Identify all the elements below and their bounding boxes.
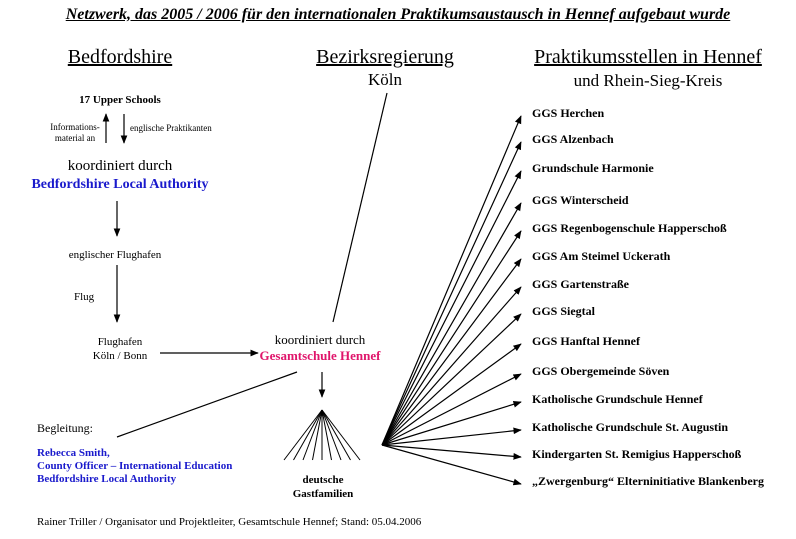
school-ray — [381, 170, 522, 446]
gesamtschule-hennef: Gesamtschule Hennef — [259, 348, 381, 363]
info-material-line-2: material an — [54, 133, 96, 143]
host-families-line-2: Gastfamilien — [292, 488, 354, 500]
school-item: Katholische Grundschule Hennef — [532, 392, 703, 406]
escort-name: Rebecca Smith, — [37, 447, 110, 459]
school-item: GGS Hanftal Hennef — [532, 334, 641, 348]
family-fan-line — [312, 409, 323, 461]
upper-schools-label: 17 Upper Schools — [79, 94, 161, 106]
bedfordshire-authority: Bedfordshire Local Authority — [31, 177, 209, 192]
host-families-label: deutsche Gastfamilien — [278, 473, 368, 501]
english-interns-label: englische Praktikanten — [130, 123, 212, 133]
school-item: GGS Am Steimel Uckerath — [532, 249, 671, 263]
school-item: GGS Gartenstraße — [532, 277, 629, 291]
school-item: GGS Winterscheid — [532, 193, 629, 207]
school-ray — [381, 230, 522, 446]
cologne-airport-label: Flughafen Köln / Bonn — [70, 335, 170, 363]
family-fan-line — [321, 409, 332, 461]
school-ray — [381, 141, 522, 446]
coordinated-by-center: koordiniert durch — [274, 332, 366, 347]
school-ray — [381, 401, 522, 446]
school-item: Katholische Grundschule St. Augustin — [532, 420, 729, 434]
english-airport-label: englischer Flughafen — [68, 249, 162, 261]
heading-rhein-sieg: und Rhein-Sieg-Kreis — [573, 71, 723, 90]
heading-praktikumsstellen: Praktikumsstellen in Hennef — [534, 46, 762, 68]
school-item: Grundschule Harmonie — [532, 161, 654, 175]
family-fan-line — [321, 409, 342, 461]
heading-koeln: Köln — [368, 70, 402, 89]
school-ray — [381, 286, 522, 446]
school-item: GGS Obergemeinde Söven — [532, 364, 670, 378]
diagram-title: Netzwerk, das 2005 / 2006 für den intern… — [65, 6, 731, 23]
escort-details: Rebecca Smith, County Officer – Internat… — [37, 447, 232, 486]
school-ray — [381, 343, 522, 446]
info-material-line-1: Informations- — [50, 122, 100, 132]
escort-label: Begleitung: — [37, 421, 93, 435]
family-fan-line — [321, 409, 361, 461]
school-ray — [381, 313, 522, 446]
school-ray — [381, 444, 522, 460]
line-escort — [116, 371, 298, 438]
family-fan-line — [293, 409, 323, 461]
school-item: GGS Regenbogenschule Happerschoß — [532, 221, 727, 235]
family-fan-line — [321, 409, 351, 461]
school-rays — [381, 115, 522, 486]
footer-note: Rainer Triller / Organisator und Projekt… — [37, 516, 422, 528]
family-fan-line — [283, 409, 323, 461]
host-family-fan — [283, 409, 361, 461]
school-ray — [381, 258, 522, 446]
school-ray — [381, 373, 522, 446]
school-ray — [381, 115, 522, 446]
school-ray — [381, 444, 522, 486]
school-item: Kindergarten St. Remigius Happerschoß — [532, 447, 742, 461]
flight-label: Flug — [74, 291, 95, 303]
escort-org: Bedfordshire Local Authority — [37, 473, 177, 485]
host-families-line-1: deutsche — [302, 474, 344, 486]
heading-bedfordshire: Bedfordshire — [67, 46, 173, 68]
escort-role: County Officer – International Education — [37, 460, 233, 472]
school-item: GGS Siegtal — [532, 304, 596, 318]
school-item: „Zwergenburg“ Elterninitiative Blankenbe… — [532, 474, 764, 488]
school-item: GGS Alzenbach — [532, 132, 614, 146]
coordinated-by-left: koordiniert durch — [67, 158, 173, 174]
school-ray — [381, 427, 522, 446]
cologne-airport-line-2: Köln / Bonn — [92, 350, 148, 362]
family-fan-line — [302, 409, 323, 461]
cologne-airport-line-1: Flughafen — [97, 336, 143, 348]
school-ray — [381, 202, 522, 446]
line-bezirksregierung — [332, 92, 388, 323]
heading-bezirksregierung: Bezirksregierung — [316, 46, 454, 68]
school-item: GGS Herchen — [532, 106, 605, 120]
info-material-label: Informations- material an — [40, 122, 110, 144]
